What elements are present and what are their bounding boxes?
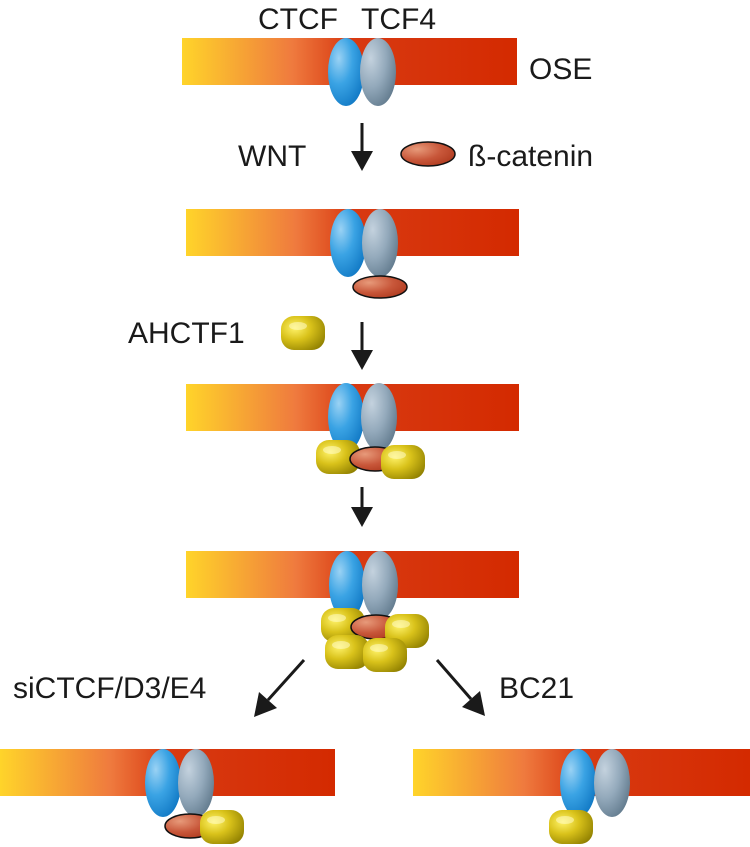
tcf4-protein	[178, 749, 214, 817]
tcf4-protein	[361, 383, 397, 451]
dna-complex-bc21	[413, 749, 750, 844]
beta-catenin-protein	[352, 275, 408, 299]
tcf4-protein	[360, 38, 396, 106]
ctcf-label: CTCF	[258, 3, 338, 36]
dna-complex-catenin	[186, 209, 519, 299]
ctcf-protein	[145, 749, 181, 817]
ahctf1-icon	[281, 316, 325, 350]
ctcf-protein	[329, 551, 365, 619]
dna-complex-initial	[182, 38, 517, 106]
arrow-icon	[435, 659, 485, 716]
arrow-icon	[351, 487, 373, 527]
sictcf-label: siCTCF/D3/E4	[13, 672, 206, 705]
tcf4-label: TCF4	[361, 3, 436, 36]
arrow-icon	[351, 322, 373, 370]
dna-complex-ahctf1-four	[186, 551, 519, 672]
bc21-label: BC21	[499, 672, 574, 705]
ahctf1-protein	[549, 810, 593, 844]
ahctf1-protein	[381, 445, 425, 479]
ahctf1-protein	[200, 810, 244, 844]
ctcf-protein	[330, 209, 366, 277]
beta-catenin-icon	[400, 141, 456, 167]
ctcf-protein	[328, 383, 364, 451]
beta-catenin-label: ß-catenin	[468, 140, 593, 173]
ahctf1-label: AHCTF1	[128, 317, 245, 350]
arrow-icon	[351, 123, 373, 171]
tcf4-protein	[594, 749, 630, 817]
ahctf1-protein	[363, 638, 407, 672]
ctcf-protein	[328, 38, 364, 106]
dna-complex-sictcf	[0, 749, 335, 844]
tcf4-protein	[362, 209, 398, 277]
arrow-icon	[254, 658, 306, 717]
dna-complex-ahctf1-two	[186, 383, 519, 479]
ahctf1-protein	[325, 635, 369, 669]
ahctf1-protein	[316, 440, 360, 474]
ctcf-protein	[560, 749, 596, 817]
ose-label: OSE	[529, 53, 592, 86]
tcf4-protein	[362, 551, 398, 619]
wnt-label: WNT	[238, 140, 306, 173]
